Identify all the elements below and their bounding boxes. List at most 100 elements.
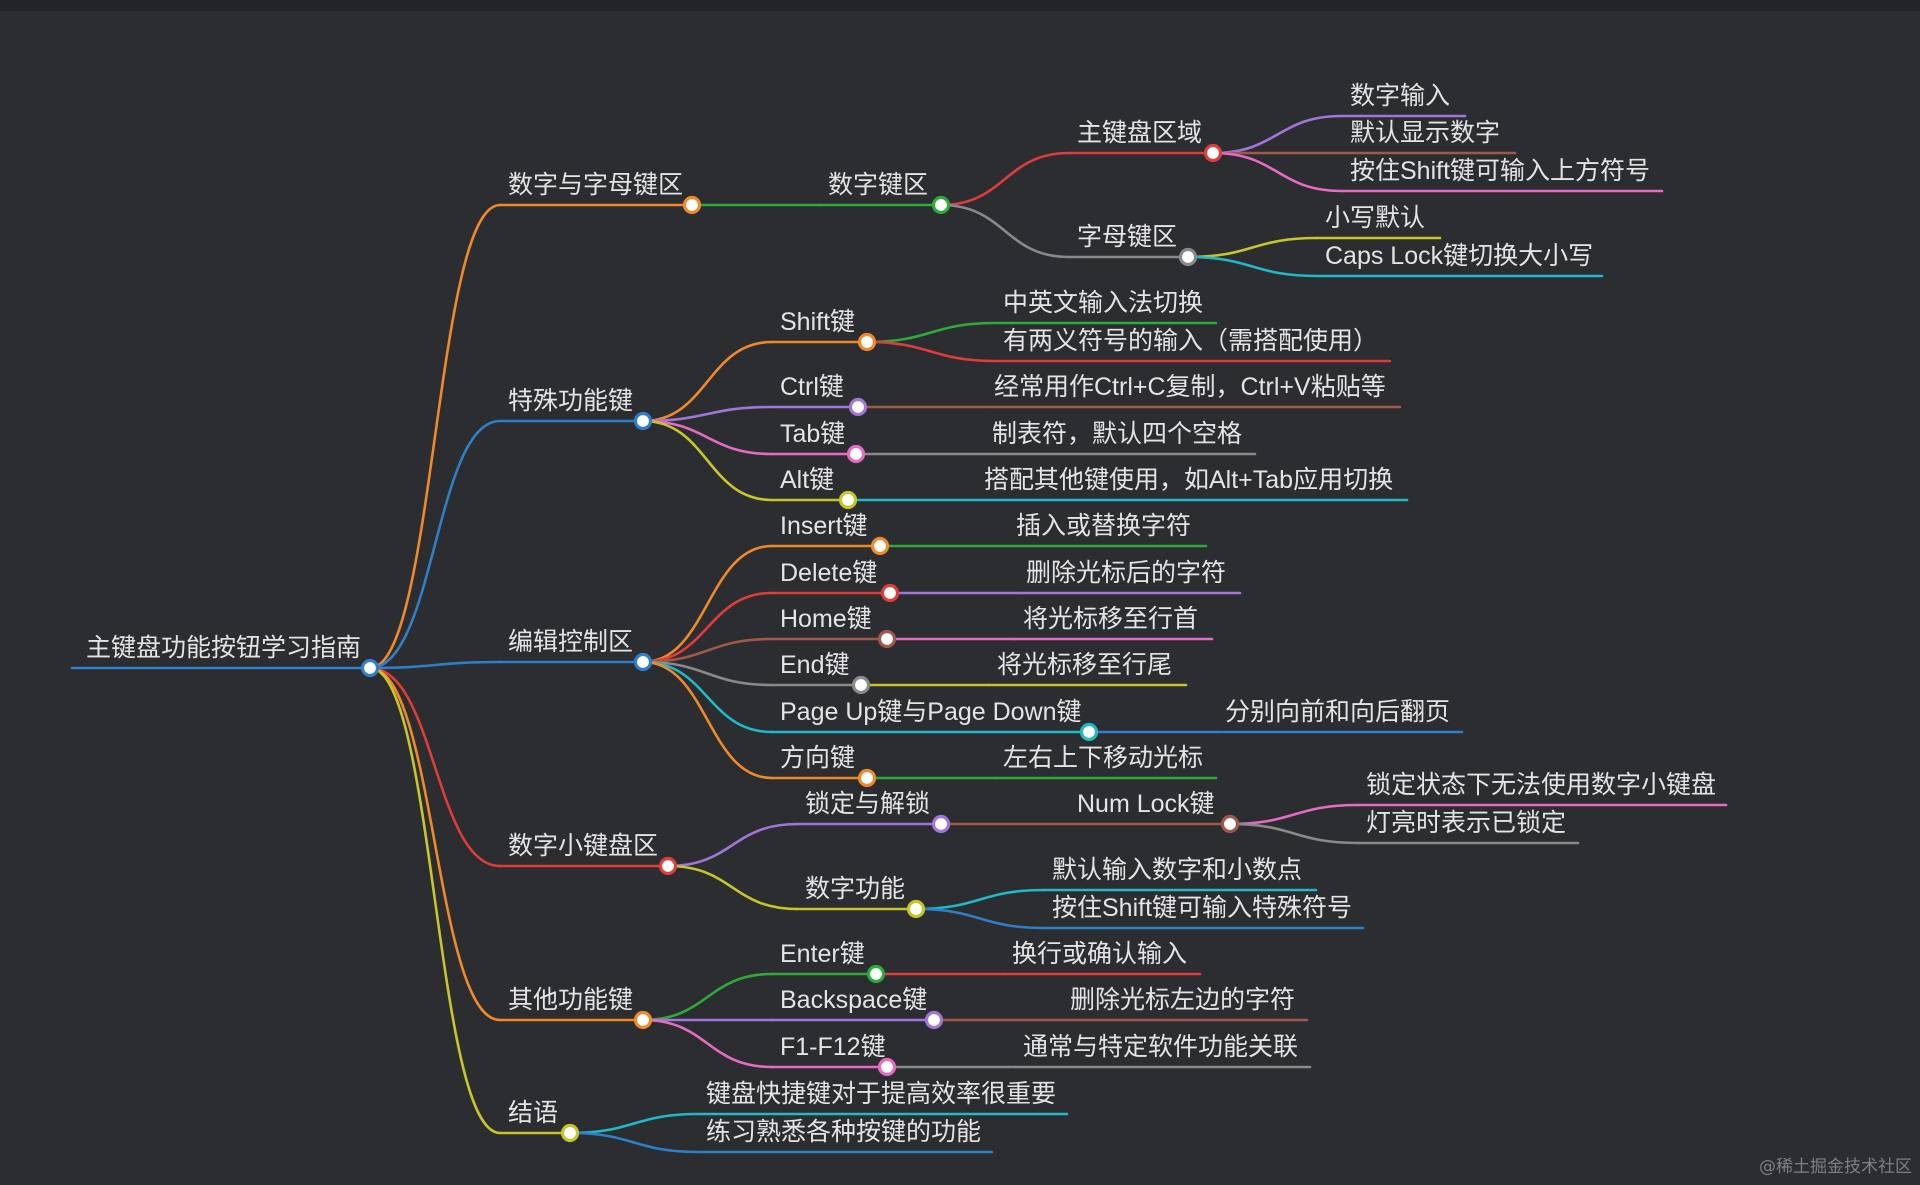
b2-node-dot[interactable] <box>633 411 653 431</box>
b5c1-connector <box>641 972 774 1022</box>
b1c1a3-connector <box>1211 151 1344 193</box>
b4c1a-label[interactable]: Num Lock键 <box>1077 790 1215 818</box>
b5c2-node-dot[interactable] <box>924 1010 944 1030</box>
b5c1-label[interactable]: Enter键 <box>780 940 865 968</box>
b5c2a-label[interactable]: 删除光标左边的字符 <box>1070 986 1295 1014</box>
b4c2b-connector <box>914 907 1046 930</box>
b2c2-node-dot[interactable] <box>848 397 868 417</box>
b2c4-connector <box>641 419 774 502</box>
b6a-connector <box>568 1112 700 1135</box>
b6-label[interactable]: 结语 <box>508 1099 558 1127</box>
b3c4-label[interactable]: End键 <box>780 651 849 679</box>
b3c3-label[interactable]: Home键 <box>780 605 872 633</box>
b3c4a-label[interactable]: 将光标移至行尾 <box>997 651 1172 679</box>
b2c2-connector <box>641 405 774 423</box>
b3-label[interactable]: 编辑控制区 <box>508 628 633 656</box>
b3c5-node-dot[interactable] <box>1079 722 1099 742</box>
b1c1a1-label[interactable]: 数字输入 <box>1350 82 1450 110</box>
b4c2b-label[interactable]: 按住Shift键可输入特殊符号 <box>1052 894 1352 922</box>
b3c1-label[interactable]: Insert键 <box>780 512 868 540</box>
b2c3a-label[interactable]: 制表符，默认四个空格 <box>992 420 1242 448</box>
b5c3a-label[interactable]: 通常与特定软件功能关联 <box>1023 1033 1298 1061</box>
b4-label[interactable]: 数字小键盘区 <box>508 832 658 860</box>
b5-connector <box>368 666 502 1022</box>
b5c2-label[interactable]: Backspace键 <box>780 986 927 1014</box>
b4c1-node-dot[interactable] <box>931 814 951 834</box>
b6b-label[interactable]: 练习熟悉各种按键的功能 <box>706 1118 981 1146</box>
b4c2a-connector <box>914 888 1046 911</box>
b3c4-node-dot[interactable] <box>851 675 871 695</box>
b6-connector <box>368 666 502 1135</box>
b3c5a-label[interactable]: 分别向前和向后翻页 <box>1225 698 1450 726</box>
b3c1-connector <box>641 544 774 664</box>
b1c1a3-label[interactable]: 按住Shift键可输入上方符号 <box>1350 157 1650 185</box>
b1c1a1-connector <box>1211 114 1344 155</box>
b2c1-node-dot[interactable] <box>857 332 877 352</box>
b2c1-label[interactable]: Shift键 <box>780 308 855 336</box>
b1c1a-node-dot[interactable] <box>1203 143 1223 163</box>
b1c1-label[interactable]: 数字键区 <box>828 171 928 199</box>
b3c3-connector <box>641 637 774 664</box>
b3c3-node-dot[interactable] <box>877 629 897 649</box>
b5-node-dot[interactable] <box>633 1010 653 1030</box>
b2c1a-label[interactable]: 中英文输入法切换 <box>1003 289 1203 317</box>
b2c1b-connector <box>865 340 997 363</box>
b5-label[interactable]: 其他功能键 <box>508 986 633 1014</box>
b1c1b2-label[interactable]: Caps Lock键切换大小写 <box>1325 242 1593 270</box>
b2c2-label[interactable]: Ctrl键 <box>780 373 844 401</box>
b4c1a2-label[interactable]: 灯亮时表示已锁定 <box>1366 809 1566 837</box>
b2c1b-label[interactable]: 有两义符号的输入（需搭配使用） <box>1003 327 1378 355</box>
b1c1b-connector <box>939 203 1071 259</box>
b2-label[interactable]: 特殊功能键 <box>508 387 633 415</box>
b5c1-node-dot[interactable] <box>866 964 886 984</box>
b4-connector <box>368 666 502 868</box>
b2c3-node-dot[interactable] <box>846 444 866 464</box>
b4c2-label[interactable]: 数字功能 <box>805 875 905 903</box>
b4c1-connector <box>666 822 799 868</box>
b1-label[interactable]: 数字与字母键区 <box>508 171 683 199</box>
b5c3-node-dot[interactable] <box>877 1057 897 1077</box>
b4c1a1-label[interactable]: 锁定状态下无法使用数字小键盘 <box>1366 771 1716 799</box>
b1c1b-node-dot[interactable] <box>1178 247 1198 267</box>
b3c6-connector <box>641 660 774 780</box>
b5c1a-label[interactable]: 换行或确认输入 <box>1012 940 1187 968</box>
b2c4-node-dot[interactable] <box>838 490 858 510</box>
b3c2-node-dot[interactable] <box>880 583 900 603</box>
b5c3-label[interactable]: F1-F12键 <box>780 1033 886 1061</box>
b3c6a-label[interactable]: 左右上下移动光标 <box>1003 744 1203 772</box>
b3c5-connector <box>641 660 774 734</box>
top-bar <box>0 0 1920 11</box>
b1c1a2-label[interactable]: 默认显示数字 <box>1350 119 1500 147</box>
b1c1b-label[interactable]: 字母键区 <box>1077 223 1177 251</box>
b3c2a-label[interactable]: 删除光标后的字符 <box>1026 559 1226 587</box>
b3c2-label[interactable]: Delete键 <box>780 559 877 587</box>
root-node-dot[interactable] <box>360 658 380 678</box>
b4c1a-node-dot[interactable] <box>1220 814 1240 834</box>
b4c2a-label[interactable]: 默认输入数字和小数点 <box>1052 856 1302 884</box>
b1-node-dot[interactable] <box>682 195 702 215</box>
b1c1b1-label[interactable]: 小写默认 <box>1325 204 1425 232</box>
b3c6-label[interactable]: 方向键 <box>780 744 855 772</box>
b3c5-label[interactable]: Page Up键与Page Down键 <box>780 698 1082 726</box>
b2c4a-label[interactable]: 搭配其他键使用，如Alt+Tab应用切换 <box>984 466 1393 494</box>
root-label[interactable]: 主键盘功能按钮学习指南 <box>86 634 361 662</box>
b3c1-node-dot[interactable] <box>870 536 890 556</box>
b2c2a-label[interactable]: 经常用作Ctrl+C复制，Ctrl+V粘贴等 <box>994 373 1386 401</box>
b3-node-dot[interactable] <box>633 652 653 672</box>
b1c1a-label[interactable]: 主键盘区域 <box>1077 119 1202 147</box>
b4c1-label[interactable]: 锁定与解锁 <box>805 790 930 818</box>
b4-node-dot[interactable] <box>658 856 678 876</box>
b3c3a-label[interactable]: 将光标移至行首 <box>1023 605 1198 633</box>
b6a-label[interactable]: 键盘快捷键对于提高效率很重要 <box>706 1080 1056 1108</box>
b6-node-dot[interactable] <box>560 1123 580 1143</box>
b3c6-node-dot[interactable] <box>857 768 877 788</box>
b1c1-node-dot[interactable] <box>931 195 951 215</box>
b1c1a-connector <box>939 151 1071 207</box>
b1c1b1-connector <box>1186 236 1319 259</box>
b4c2-node-dot[interactable] <box>906 899 926 919</box>
b2c3-label[interactable]: Tab键 <box>780 420 845 448</box>
b2c4-label[interactable]: Alt键 <box>780 466 834 494</box>
b3c1a-label[interactable]: 插入或替换字符 <box>1016 512 1191 540</box>
